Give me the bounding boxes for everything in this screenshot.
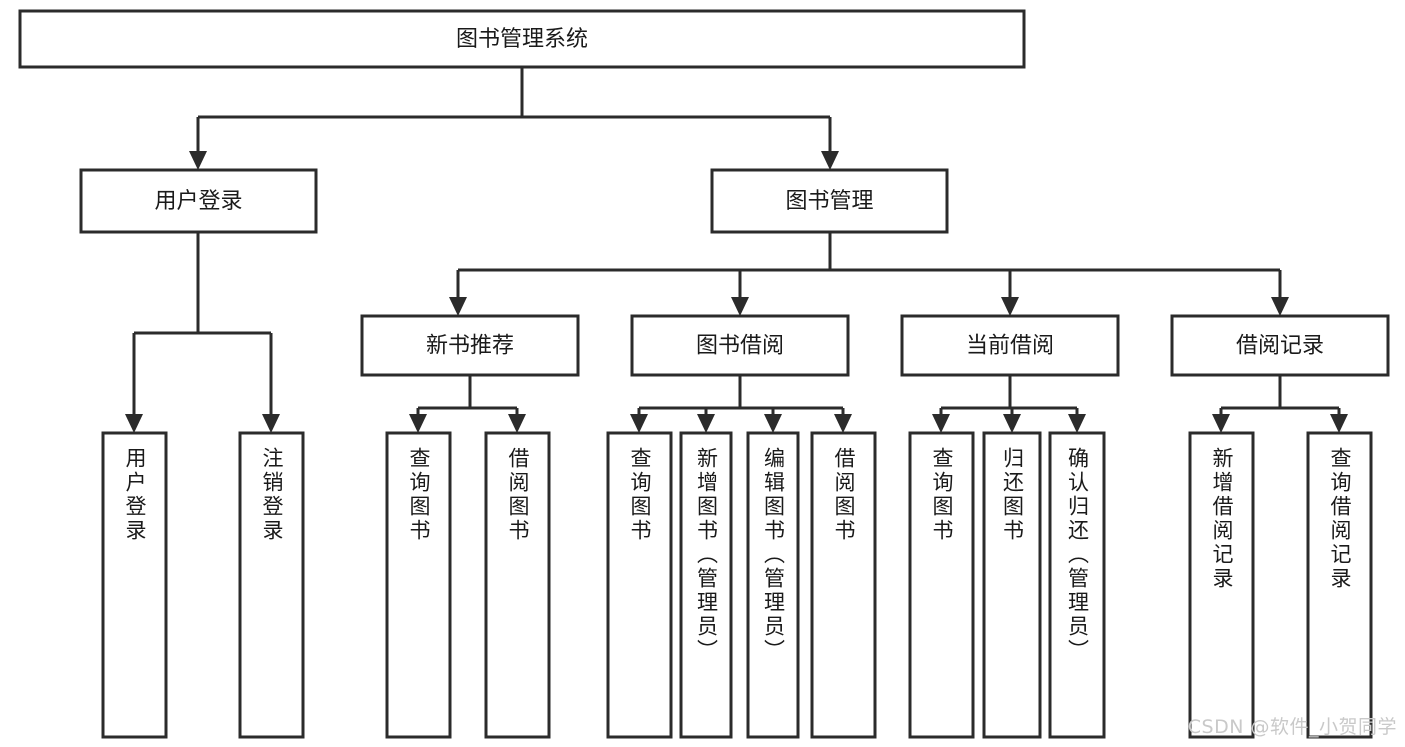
node-root-label: 图书管理系统 (456, 27, 588, 52)
edge-arrowhead (449, 297, 467, 316)
node-leaf-query-book-1[interactable] (385, 431, 452, 739)
node-leaf-query-book-3[interactable] (908, 431, 975, 739)
node-leaf-add-book[interactable] (679, 431, 733, 739)
node-leaf-edit-book[interactable] (746, 431, 800, 739)
node-leaf-return-book[interactable] (982, 431, 1042, 739)
node-leaf-confirm-return[interactable] (1048, 431, 1106, 739)
node-leaf-user-login[interactable] (101, 431, 168, 739)
node-book-borrow[interactable] (630, 314, 850, 377)
node-leaf-borrow-book-1[interactable] (484, 431, 551, 739)
edge-arrowhead (189, 151, 207, 170)
node-leaf-add-record[interactable] (1188, 431, 1255, 739)
node-leaf-logout[interactable] (238, 431, 305, 739)
edge-arrowhead (731, 297, 749, 316)
node-new-book-rec[interactable] (360, 314, 580, 377)
node-leaf-borrow-book-2[interactable] (810, 431, 877, 739)
edges-layer (125, 67, 1348, 433)
edge-arrowhead (409, 414, 427, 433)
edge-arrowhead (1068, 414, 1086, 433)
watermark: CSDN @软件_小贺同学 (1187, 716, 1397, 738)
edge-arrowhead (834, 414, 852, 433)
node-current-borrow[interactable] (900, 314, 1120, 377)
node-new-book-rec-label: 新书推荐 (426, 334, 514, 359)
node-borrow-record-label: 借阅记录 (1236, 334, 1324, 359)
edge-arrowhead (932, 414, 950, 433)
node-book-manage[interactable] (710, 168, 949, 234)
node-book-borrow-label: 图书借阅 (696, 334, 784, 359)
node-user-login-label: 用户登录 (154, 189, 242, 214)
node-user-login[interactable] (79, 168, 318, 234)
edge-arrowhead (125, 414, 143, 433)
node-leaf-query-record[interactable] (1306, 431, 1373, 739)
edge-arrowhead (1212, 414, 1230, 433)
edge-arrowhead (1271, 297, 1289, 316)
edge-arrowhead (508, 414, 526, 433)
node-book-manage-label: 图书管理 (785, 189, 873, 214)
edge-arrowhead (262, 414, 280, 433)
node-current-borrow-label: 当前借阅 (966, 334, 1054, 359)
edge-arrowhead (764, 414, 782, 433)
boxes-layer (18, 9, 1390, 739)
node-borrow-record[interactable] (1170, 314, 1390, 377)
edge-arrowhead (1330, 414, 1348, 433)
edge-arrowhead (1001, 297, 1019, 316)
node-root[interactable] (18, 9, 1026, 69)
node-leaf-query-book-2[interactable] (606, 431, 673, 739)
edge-arrowhead (630, 414, 648, 433)
edge-arrowhead (1003, 414, 1021, 433)
edge-arrowhead (697, 414, 715, 433)
edge-arrowhead (821, 151, 839, 170)
